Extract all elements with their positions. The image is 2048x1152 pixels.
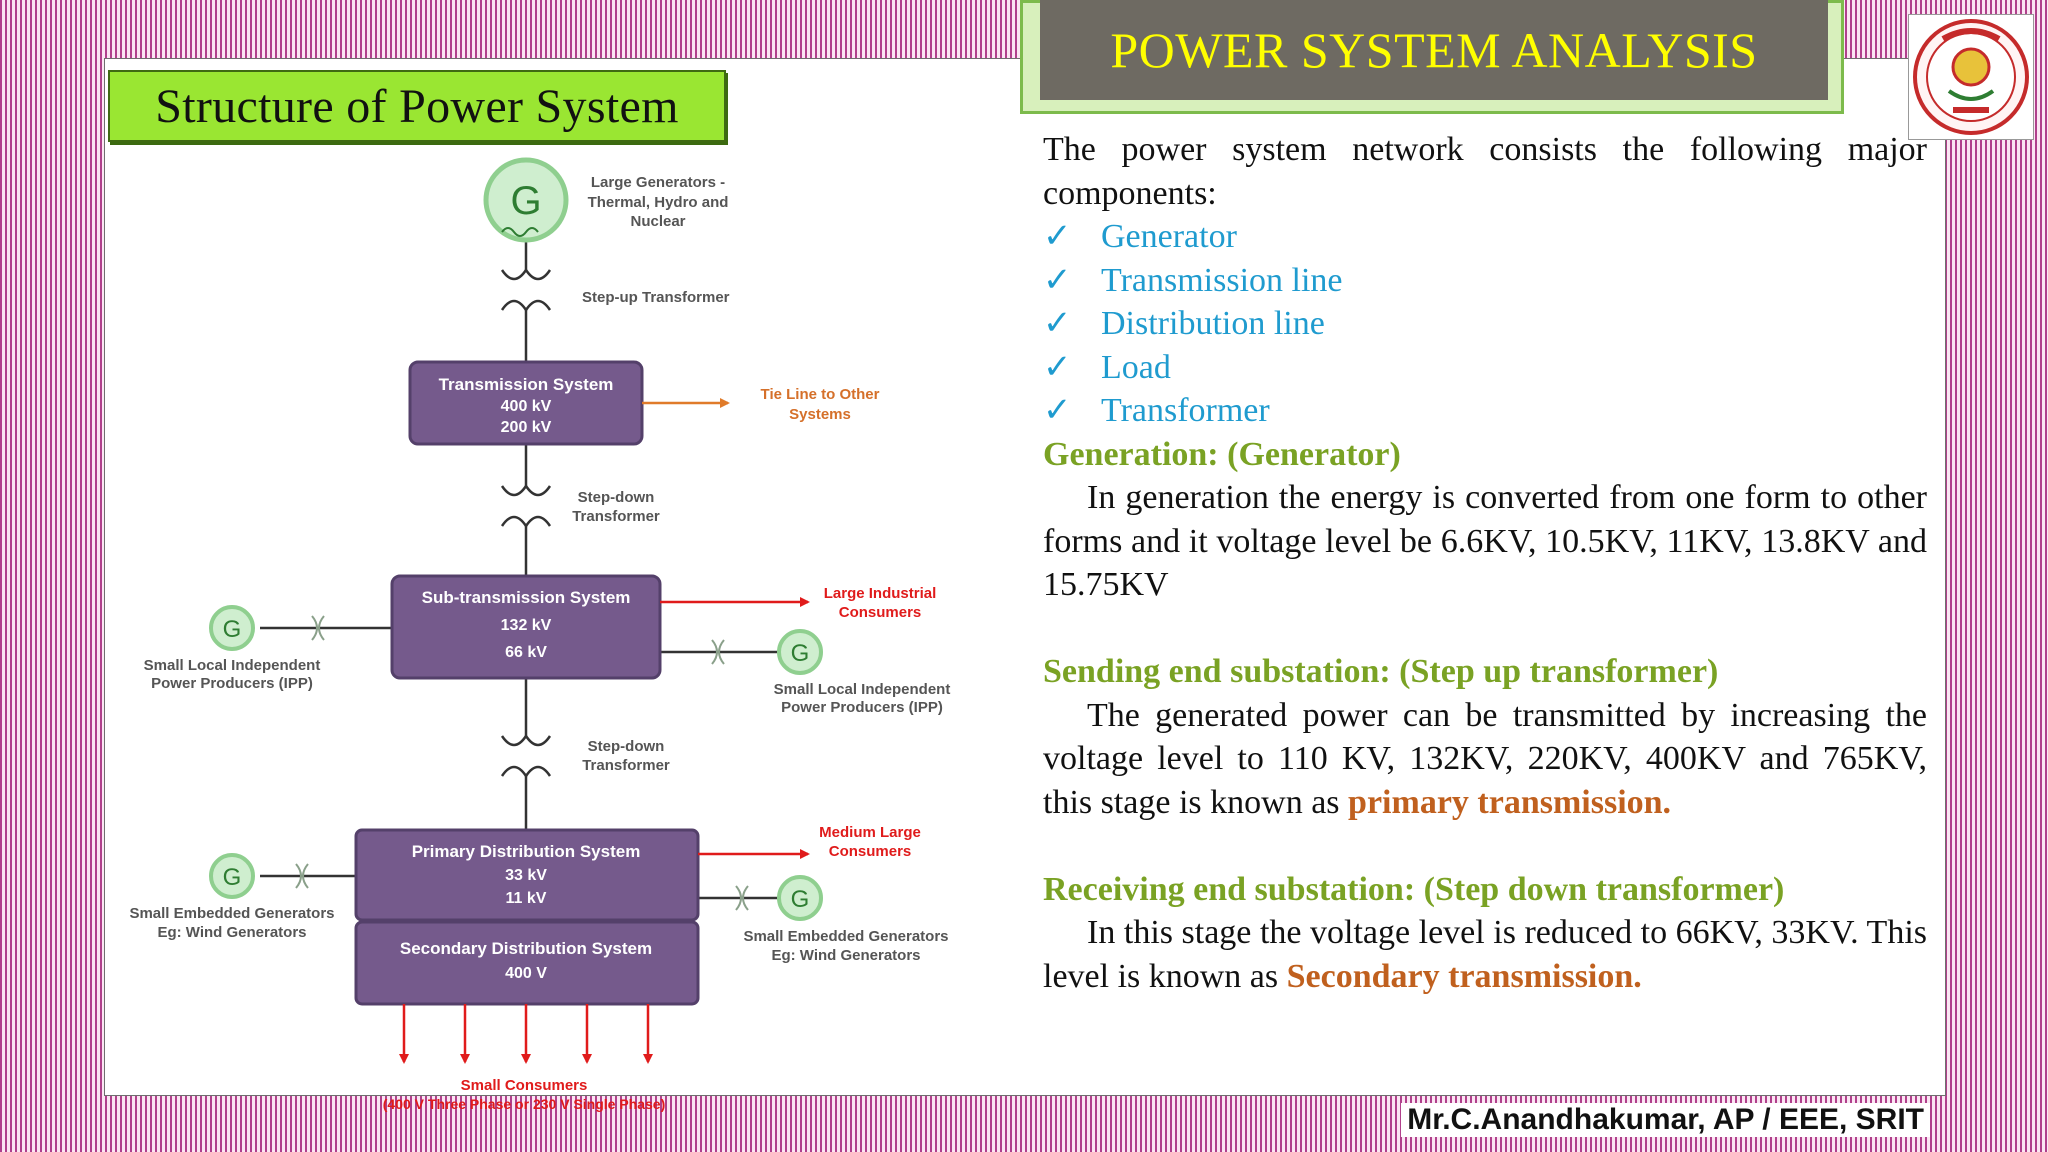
components-list: ✓ Generator ✓ Transmission line ✓ Distribut… xyxy=(1043,215,1927,433)
primary-voltage-2: 11 kV xyxy=(506,890,547,907)
ipp-left-label-2: Power Producers (IPP) xyxy=(151,675,313,692)
consumer-labels: Large Industrial Consumers Medium Large … xyxy=(383,585,937,1112)
secondary-voltage: 400 V xyxy=(505,965,547,982)
generation-heading: Generation: (Generator) xyxy=(1043,435,1401,473)
medium-large-label-2: Consumers xyxy=(829,843,912,860)
generator-ipp-right-letter: G xyxy=(791,640,810,667)
list-item-label: Transmission line xyxy=(1101,261,1343,299)
primary-voltage-1: 33 kV xyxy=(505,867,547,884)
list-item: ✓ Transmission line xyxy=(1043,259,1927,303)
footer-credit: Mr.C.Anandhakumar, AP / EEE, SRIT xyxy=(1401,1103,1930,1137)
large-gen-label-3: Nuclear xyxy=(630,213,685,230)
list-item-label: Transformer xyxy=(1101,392,1270,429)
small-consumers-label-1: Small Consumers xyxy=(461,1077,588,1094)
slide-content: The power system network consists the fo… xyxy=(1043,128,1927,998)
embedded-left-label-1: Small Embedded Generators xyxy=(129,905,334,922)
tie-line-label-2: Systems xyxy=(789,406,851,423)
subtransmission-title: Sub-transmission System xyxy=(422,588,631,607)
generator-embedded-right-letter: G xyxy=(791,886,810,913)
primary-transmission-highlight: primary transmission. xyxy=(1348,783,1672,821)
generator-large: G xyxy=(483,157,569,243)
slide-title-text: Structure of Power System xyxy=(155,79,679,133)
list-item-label: Load xyxy=(1101,348,1171,386)
transmission-voltage-2: 200 kV xyxy=(501,419,552,436)
generator-embedded-left-letter: G xyxy=(223,864,242,891)
sending-paragraph: The generated power can be transmitted b… xyxy=(1043,694,1927,825)
list-item-label: Distribution line xyxy=(1101,305,1325,342)
stepup-label: Step-up Transformer xyxy=(582,289,730,306)
ipp-left-label-1: Small Local Independent xyxy=(144,657,321,674)
embedded-right-label-1: Small Embedded Generators xyxy=(743,928,948,945)
banner-title: POWER SYSTEM ANALYSIS xyxy=(1110,22,1758,78)
embedded-left-label-2: Eg: Wind Generators xyxy=(157,924,306,941)
box-labels: Transmission System 400 kV 200 kV Sub-tr… xyxy=(400,375,652,982)
receiving-paragraph: In this stage the voltage level is reduc… xyxy=(1043,911,1927,998)
check-icon: ✓ xyxy=(1043,218,1072,255)
secondary-transmission-highlight: Secondary transmission. xyxy=(1286,957,1642,995)
generator-ipp-left-letter: G xyxy=(223,616,242,643)
ipp-right-label-2: Power Producers (IPP) xyxy=(781,699,943,716)
list-item: ✓ Distribution line xyxy=(1043,302,1927,346)
stepdown2-label-2: Transformer xyxy=(582,757,670,774)
check-icon: ✓ xyxy=(1043,305,1072,342)
generator-embedded-left: G xyxy=(209,853,255,899)
banner: POWER SYSTEM ANALYSIS xyxy=(1040,0,1828,100)
stepdown1-label-2: Transformer xyxy=(572,508,660,525)
sending-heading: Sending end substation: (Step up transfo… xyxy=(1043,653,1719,690)
receiving-heading: Receiving end substation: (Step down tra… xyxy=(1043,870,1785,908)
generator-ipp-left: G xyxy=(209,605,255,651)
transmission-title: Transmission System xyxy=(439,375,614,394)
large-gen-label-2: Thermal, Hydro and xyxy=(588,194,729,211)
embedded-right-label-2: Eg: Wind Generators xyxy=(771,947,920,964)
list-item: ✓ Generator xyxy=(1043,215,1927,259)
subtransmission-system-box xyxy=(390,574,662,680)
primary-distribution-box xyxy=(354,828,700,922)
list-item-label: Generator xyxy=(1101,218,1237,255)
power-system-diagram: G G G G G Transmission System 400 kV 200… xyxy=(129,157,950,1112)
medium-large-label-1: Medium Large xyxy=(819,824,921,841)
secondary-distribution-box xyxy=(354,920,700,1006)
ipp-right-label-1: Small Local Independent xyxy=(774,681,951,698)
diagram-annotations: Large Generators - Thermal, Hydro and Nu… xyxy=(129,174,950,964)
tie-line-labels: Tie Line to Other Systems xyxy=(761,386,880,423)
stepdown2-label-1: Step-down xyxy=(588,738,665,755)
tie-line-label-1: Tie Line to Other xyxy=(761,386,880,403)
list-item: ✓ Transformer xyxy=(1043,389,1927,433)
check-icon: ✓ xyxy=(1043,392,1072,429)
small-consumers-label-2: (400 V Three Phase or 230 V Single Phase… xyxy=(383,1096,665,1112)
secondary-title: Secondary Distribution System xyxy=(400,939,652,958)
list-item: ✓ Load xyxy=(1043,346,1927,390)
subtransmission-voltage-1: 132 kV xyxy=(501,617,552,634)
spacer xyxy=(1043,824,1927,868)
sending-text: The generated power can be transmitted b… xyxy=(1043,696,1927,821)
subtransmission-voltage-2: 66 kV xyxy=(505,644,547,661)
intro-paragraph: The power system network consists the fo… xyxy=(1043,131,1927,212)
primary-title: Primary Distribution System xyxy=(412,842,641,861)
generator-embedded-right: G xyxy=(777,875,823,921)
check-icon: ✓ xyxy=(1043,348,1072,386)
large-industrial-label-2: Consumers xyxy=(839,604,922,621)
generator-large-letter: G xyxy=(510,179,541,223)
spacer xyxy=(1043,607,1927,651)
generation-text: In generation the energy is converted fr… xyxy=(1043,479,1927,603)
check-icon: ✓ xyxy=(1043,261,1072,299)
slide-title: Structure of Power System xyxy=(108,70,726,142)
stepdown1-label-1: Step-down xyxy=(578,489,655,506)
institute-logo xyxy=(1908,14,2034,140)
large-industrial-label-1: Large Industrial xyxy=(824,585,937,602)
generator-ipp-right: G xyxy=(777,629,823,675)
large-gen-label-1: Large Generators - xyxy=(591,174,725,191)
transmission-voltage-1: 400 kV xyxy=(501,398,552,415)
receiving-text: In this stage the voltage level is reduc… xyxy=(1043,914,1927,995)
